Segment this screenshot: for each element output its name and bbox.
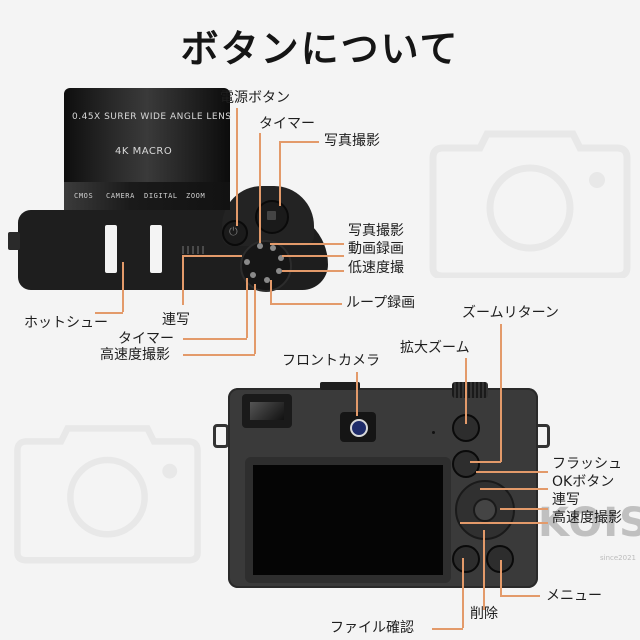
dial-mode-loop[interactable]	[276, 268, 282, 274]
callout-line	[483, 530, 485, 610]
front-camera-lens	[350, 419, 368, 437]
speaker-grille	[182, 246, 206, 254]
callout-line	[270, 303, 342, 305]
callout-line	[182, 255, 184, 305]
d-pad[interactable]	[455, 480, 515, 540]
ok-button[interactable]	[473, 498, 497, 522]
ring-label-digital: DIGITAL	[144, 192, 178, 200]
shutter-button[interactable]	[255, 200, 289, 234]
page-title: ボタンについて	[180, 27, 460, 71]
label-dial-video: 動画録画	[348, 241, 404, 257]
label-menu: メニュー	[546, 588, 602, 604]
callout-line	[279, 141, 319, 143]
callout-line	[356, 372, 358, 416]
power-button[interactable]: ⏻	[222, 220, 248, 246]
label-power-button: 電源ボタン	[220, 90, 290, 106]
label-dial-highspeed: 高速度撮影	[100, 347, 170, 363]
strap-lug	[213, 424, 229, 448]
callout-line	[95, 312, 123, 314]
zoom-wheel[interactable]	[452, 382, 488, 398]
zoom-return-button[interactable]	[452, 450, 480, 478]
lcd-screen	[245, 457, 451, 583]
lens-macro-text: 4K MACRO	[115, 146, 173, 157]
ring-label-cmos: CMOS	[74, 192, 94, 200]
power-icon: ⏻	[229, 225, 238, 238]
dial-mode-burst[interactable]	[244, 259, 250, 265]
label-hot-shoe: ホットシュー	[24, 315, 108, 331]
dial-mode-timer[interactable]	[250, 272, 256, 278]
label-delete: 削除	[470, 606, 498, 622]
callout-line	[183, 354, 255, 356]
callout-line	[462, 558, 464, 628]
label-photo-shutter: 写真撮影	[324, 133, 380, 149]
mode-dial[interactable]	[240, 240, 292, 292]
dial-mode-video[interactable]	[270, 245, 276, 251]
callout-line	[279, 141, 281, 206]
callout-line	[122, 262, 124, 312]
dial-mode-highspeed[interactable]	[264, 277, 270, 283]
label-back-burst: 連写	[552, 492, 580, 508]
callout-line	[476, 471, 548, 473]
callout-line	[500, 324, 502, 462]
camera-placeholder-icon	[14, 425, 201, 564]
label-dial-loop: ループ録画	[346, 295, 416, 311]
callout-line	[500, 508, 548, 510]
callout-line	[246, 278, 248, 338]
ring-label-camera: CAMERA	[106, 192, 135, 200]
callout-line	[282, 255, 344, 257]
callout-line	[183, 338, 247, 340]
brand-watermark-since: since2021	[600, 554, 636, 562]
brand-watermark: KOISU	[538, 500, 640, 546]
label-dial-timer: タイマー	[118, 331, 174, 347]
file-check-button[interactable]	[452, 545, 480, 573]
callout-line	[270, 243, 344, 245]
label-zoom-in: 拡大ズーム	[400, 340, 470, 356]
callout-line	[470, 461, 501, 463]
strap-lug	[8, 232, 20, 250]
callout-line	[182, 255, 242, 257]
callout-line	[432, 628, 463, 630]
label-dial-photo: 写真撮影	[348, 223, 404, 239]
callout-line	[460, 522, 548, 524]
hot-shoe-slot	[105, 225, 117, 273]
label-file-check: ファイル確認	[330, 620, 414, 636]
label-zoom-return: ズームリターン	[462, 305, 559, 321]
label-timer-top: タイマー	[259, 116, 315, 132]
label-front-camera: フロントカメラ	[282, 353, 380, 369]
dial-mode-slow[interactable]	[278, 255, 284, 261]
label-flash: フラッシュ	[552, 456, 622, 472]
camera-placeholder-icon	[429, 130, 631, 278]
callout-line	[254, 284, 256, 354]
callout-line	[500, 595, 540, 597]
callout-line	[259, 133, 261, 243]
callout-line	[282, 270, 344, 272]
microphone	[432, 431, 435, 434]
callout-line	[480, 488, 548, 490]
lens-ring	[64, 182, 230, 210]
callout-line	[500, 560, 502, 596]
label-burst: 連写	[162, 312, 190, 328]
shutter-icon	[267, 211, 276, 220]
dial-mode-photo[interactable]	[257, 243, 263, 249]
hot-shoe-slot	[150, 225, 162, 273]
label-dial-slow: 低速度撮	[348, 260, 404, 276]
lens-main-text: 0.45X SURER WIDE ANGLE LENS	[72, 112, 232, 122]
callout-line	[465, 358, 467, 424]
hot-shoe	[320, 382, 360, 390]
label-ok-button: OKボタン	[552, 474, 615, 490]
callout-line	[236, 108, 238, 226]
ring-label-zoom: ZOOM	[186, 192, 206, 200]
viewfinder-glass	[250, 402, 284, 420]
label-back-highspeed: 高速度撮影	[552, 510, 622, 526]
callout-line	[270, 280, 272, 304]
